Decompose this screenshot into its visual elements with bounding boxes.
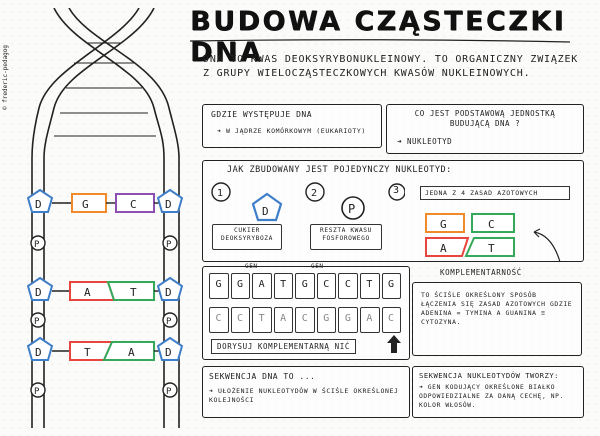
- unit-box: CO JEST PODSTAWOWĄ JEDNOSTKĄ BUDUJĄCĄ DN…: [386, 104, 584, 154]
- gene-cell: G: [316, 307, 337, 333]
- gene-cell: A: [252, 273, 272, 299]
- gene-cell: G: [381, 273, 402, 299]
- part-number-2: 2: [311, 188, 317, 199]
- gene-cell: A: [273, 307, 294, 333]
- phosphate-circle-left: [30, 235, 46, 251]
- sequence-text: ➜ UŁOŻENIE NUKLEOTYDÓW W ŚCIŚLE OKREŚLON…: [209, 387, 399, 404]
- gene-cell: C: [230, 307, 251, 333]
- svg-text:P: P: [34, 240, 40, 250]
- gene-cell: G: [338, 307, 358, 333]
- unit-question: CO JEST PODSTAWOWĄ JEDNOSTKĄ BUDUJĄCĄ DN…: [414, 109, 556, 128]
- base-g-left: [71, 193, 107, 213]
- phosphate-circle-right: [162, 235, 178, 251]
- svg-text:T: T: [130, 286, 137, 299]
- part-number-1: 1: [217, 188, 223, 199]
- unit-answer: ➜ NUKLEOTYD: [397, 137, 453, 146]
- svg-text:G: G: [82, 198, 89, 211]
- gene-bottom-strand: C C T A C G G A C: [209, 307, 402, 333]
- sequence-box: SEKWENCJA DNA TO ... ➜ UŁOŻENIE NUKLEOTY…: [202, 366, 410, 418]
- svg-text:T: T: [84, 346, 91, 359]
- where-box: GDZIE WYSTĘPUJE DNA ➜ W JĄDRZE KOMÓRKOWY…: [202, 104, 382, 148]
- gen-label-top-2: GEN: [311, 263, 324, 270]
- svg-text:T: T: [488, 242, 495, 255]
- svg-text:D: D: [262, 205, 269, 218]
- gene-cell: A: [359, 307, 380, 333]
- gene-cell: C: [316, 273, 337, 299]
- helix-top-strand-left: [53, 8, 165, 159]
- gene-top-strand: G G A T G C C T G: [209, 273, 402, 299]
- svg-text:A: A: [84, 286, 91, 299]
- base-caption: JEDNA Z 4 ZASAD AZOTOWYCH: [420, 186, 570, 200]
- svg-text:D: D: [35, 346, 42, 359]
- gene-sequence-text: ➜ GEN KODUJĄCY OKREŚLONE BIAŁKO ODPOWIED…: [419, 384, 564, 409]
- intro-text: DNA TO KWAS DEOKSYRYBONUKLEINOWY. TO ORG…: [203, 54, 579, 79]
- gene-cell: C: [295, 307, 315, 333]
- svg-text:P: P: [348, 202, 355, 216]
- complementarity-note: TO ŚCIŚLE OKREŚLONY SPOSÓB ŁĄCZENIA SIĘ …: [421, 291, 573, 326]
- helix-row-3: D T A D: [26, 336, 184, 361]
- gene-cell: T: [273, 273, 294, 299]
- demo-base-g: [425, 213, 465, 233]
- where-answer: ➜ W JĄDRZE KOMÓRKOWYM (EUKARIOTY): [217, 127, 366, 135]
- complementarity-label: KOMPLEMENTARNOŚĆ: [440, 268, 522, 277]
- gene-cell: G: [209, 273, 229, 299]
- where-question: GDZIE WYSTĘPUJE DNA: [211, 110, 313, 119]
- helix-row-2: D A T D: [26, 276, 184, 301]
- gen-label-top: GEN: [245, 263, 258, 270]
- nucleotide-question: JAK ZBUDOWANY JEST POJEDYNCZY NUKLEOTYD:: [227, 165, 452, 175]
- up-arrow-icon: [387, 335, 401, 353]
- exercise-prompt: DORYSUJ KOMPLEMENTARNĄ NIĆ: [211, 339, 356, 354]
- base-a-right: [102, 341, 155, 361]
- gene-cell: G: [295, 273, 315, 299]
- svg-text:P: P: [166, 387, 172, 397]
- gene-sequence-box: SEKWENCJA NUKLEOTYDÓW TWORZY: ➜ GEN KODU…: [412, 366, 584, 418]
- sugar-pentagon-left: [26, 188, 54, 213]
- svg-text:A: A: [128, 346, 135, 359]
- svg-text:P: P: [166, 317, 172, 327]
- sequence-title: SEKWENCJA DNA TO ...: [209, 372, 316, 381]
- phosphate-caption: RESZTA KWASU FOSFOROWEGO: [310, 224, 382, 250]
- demo-base-t: [464, 237, 515, 257]
- base-pair-demo: G C A T: [425, 213, 561, 263]
- gene-cell: C: [338, 273, 358, 299]
- base-t-right: [106, 281, 155, 301]
- svg-text:P: P: [34, 387, 40, 397]
- sugar-caption: CUKIER DEOKSYRYBOZA: [212, 224, 282, 250]
- sugar-pentagon-right: [156, 188, 184, 213]
- gene-sequence-title: SEKWENCJA NUKLEOTYDÓW TWORZY:: [419, 371, 559, 380]
- title-underline: [190, 39, 570, 43]
- svg-text:D: D: [165, 286, 172, 299]
- nucleotide-parts-drawing: 1 D 2 P: [211, 182, 405, 222]
- svg-text:A: A: [440, 242, 447, 255]
- gene-cell: G: [230, 273, 251, 299]
- gene-cell: C: [209, 307, 229, 333]
- demo-base-c: [471, 213, 515, 233]
- gene-cell: T: [252, 307, 272, 333]
- base-a-left: [69, 281, 116, 301]
- svg-text:C: C: [130, 198, 137, 211]
- svg-text:P: P: [166, 240, 172, 250]
- complementarity-box: TO ŚCIŚLE OKREŚLONY SPOSÓB ŁĄCZENIA SIĘ …: [412, 282, 582, 356]
- helix-row-1: D G C D: [26, 188, 184, 213]
- gene-exercise-box: GEN GEN G G A T G C C T G C C T A C G G …: [202, 263, 410, 360]
- demo-base-a: [425, 237, 470, 257]
- page-title: BUDOWA CZĄSTECZKI DNA: [190, 6, 567, 68]
- svg-text:P: P: [34, 317, 40, 327]
- svg-text:D: D: [165, 346, 172, 359]
- sugar-pentagon-demo: [251, 192, 283, 222]
- part-number-3: 3: [393, 185, 400, 196]
- svg-text:G: G: [440, 218, 447, 231]
- svg-text:D: D: [35, 286, 42, 299]
- svg-text:C: C: [488, 218, 495, 231]
- helix-top-strand-right: [43, 8, 155, 159]
- svg-text:D: D: [165, 198, 172, 211]
- gene-cell: C: [381, 307, 402, 333]
- phosphate-circle-demo: [341, 196, 365, 220]
- gene-cell: T: [359, 273, 380, 299]
- sugar-label: D: [35, 198, 42, 211]
